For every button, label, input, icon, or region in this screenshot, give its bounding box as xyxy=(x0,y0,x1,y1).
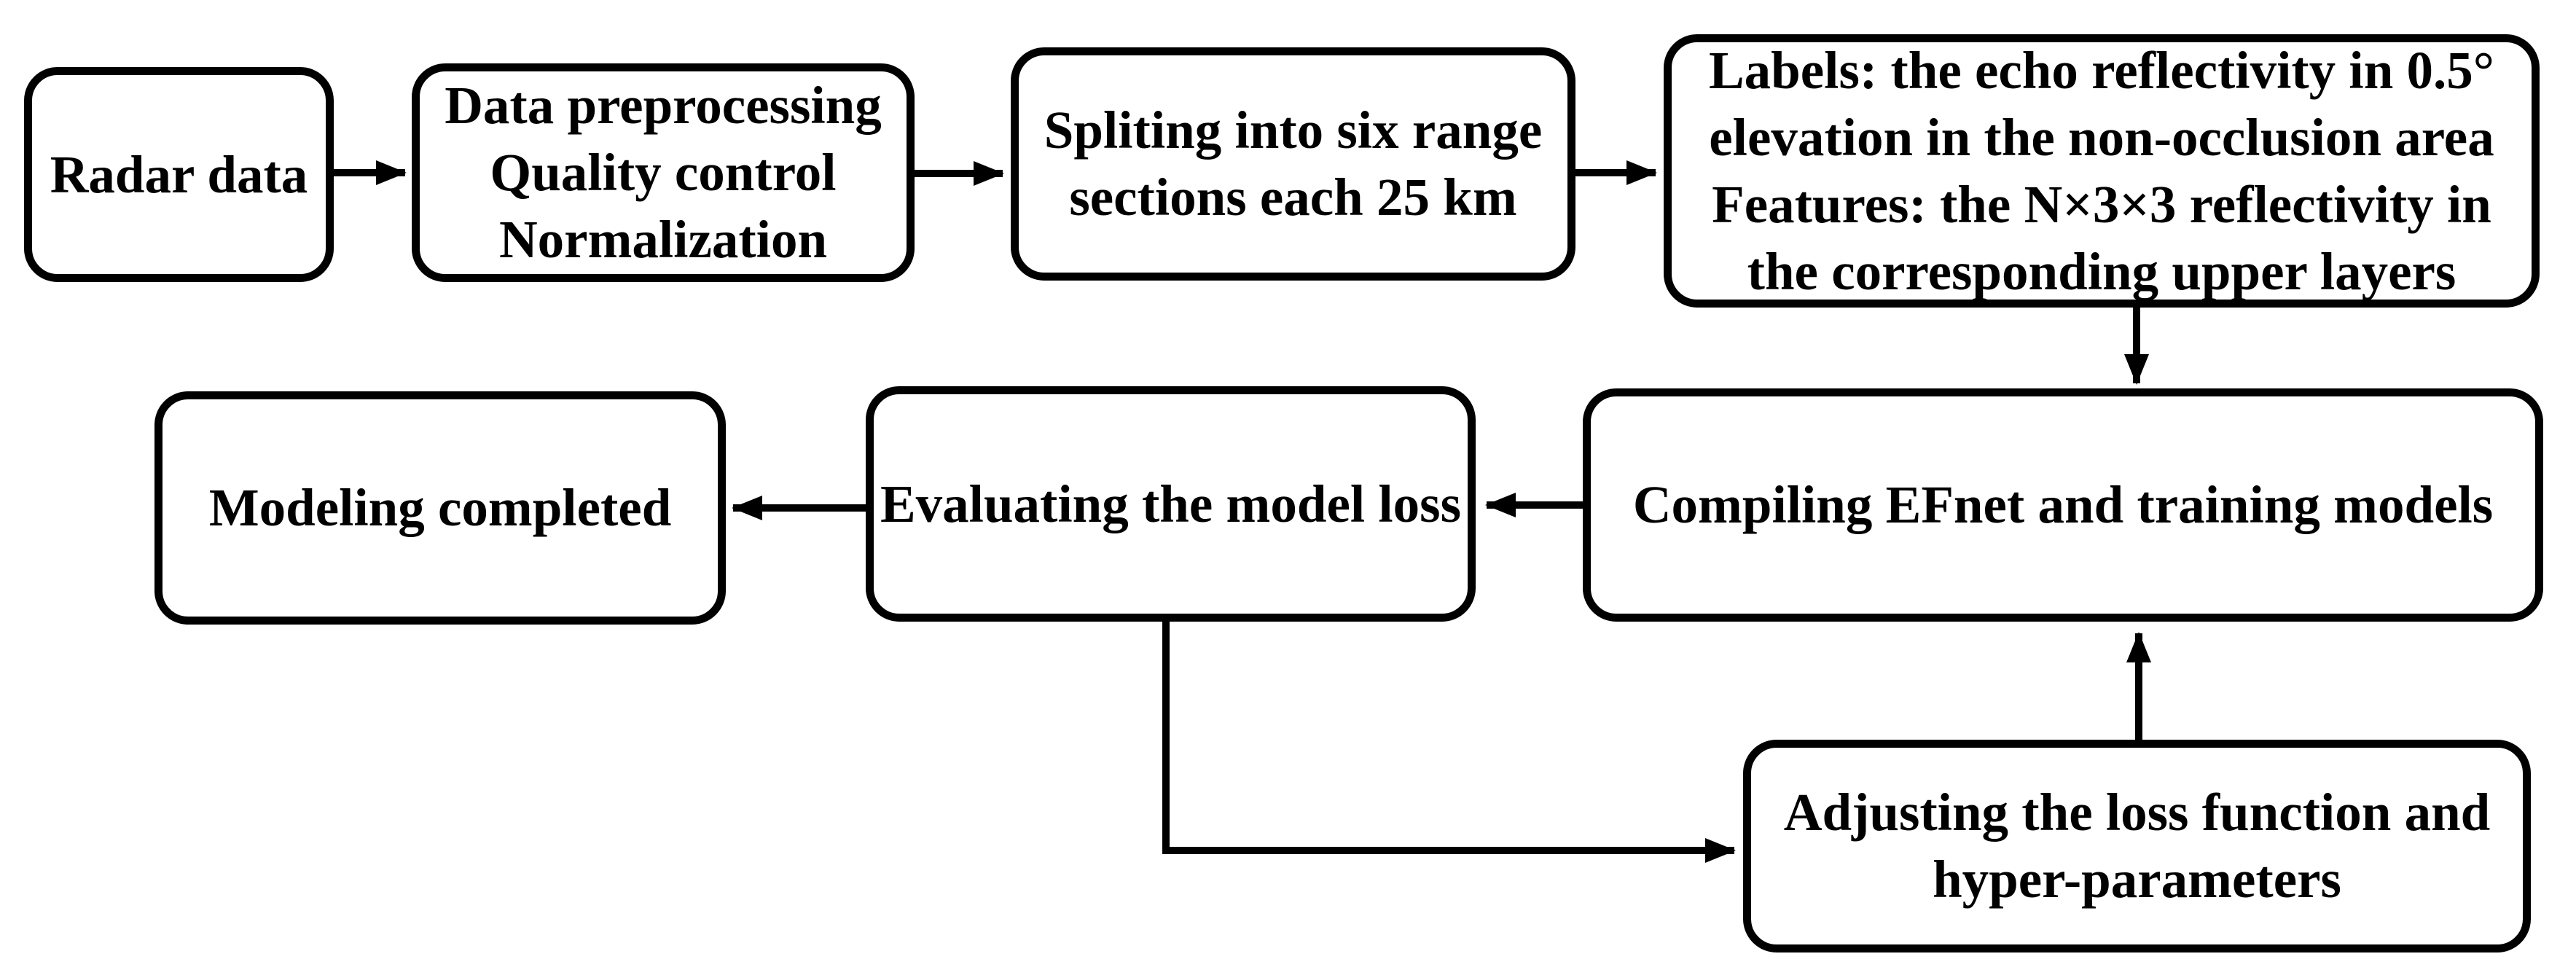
node-evaluating-model-loss: Evaluating the model loss xyxy=(866,386,1476,622)
node-label-line: Labels: the echo reflectivity in 0.5° xyxy=(1708,40,2495,100)
node-data-preprocessing: Data preprocessing Quality control Norma… xyxy=(412,63,915,282)
node-label-line: Data preprocessing xyxy=(445,76,882,135)
node-label-line: Radar data xyxy=(50,144,308,204)
node-adjusting-loss-hyperparameters: Adjusting the loss function and hyper-pa… xyxy=(1743,740,2531,952)
arrow-evaluating-to-adjusting-elbow xyxy=(1162,618,1736,863)
node-label-line: Adjusting the loss function and xyxy=(1783,783,2491,842)
node-label-line: Quality control xyxy=(490,143,837,202)
node-label-line: Normalization xyxy=(498,210,828,269)
node-radar-data: Radar data xyxy=(24,67,334,282)
node-modeling-completed: Modeling completed xyxy=(154,391,726,625)
node-labels-and-features: Labels: the echo reflectivity in 0.5° el… xyxy=(1664,34,2540,308)
node-label-line: Modeling completed xyxy=(208,478,672,537)
node-label-line: the corresponding upper layers xyxy=(1747,241,2456,301)
node-label-line: Features: the N×3×3 reflectivity in xyxy=(1712,174,2491,234)
node-splitting-range-sections: Spliting into six range sections each 25… xyxy=(1011,47,1575,281)
node-label-line: Evaluating the model loss xyxy=(880,474,1461,533)
node-compiling-efnet-training: Compiling EFnet and training models xyxy=(1583,388,2543,622)
node-label-line: Compiling EFnet and training models xyxy=(1632,475,2494,534)
node-label-line: hyper-parameters xyxy=(1933,850,2341,909)
node-label-line: Spliting into six range xyxy=(1044,101,1543,160)
node-label-line: sections each 25 km xyxy=(1069,168,1517,227)
node-label-line: elevation in the non-occlusion area xyxy=(1709,107,2494,167)
